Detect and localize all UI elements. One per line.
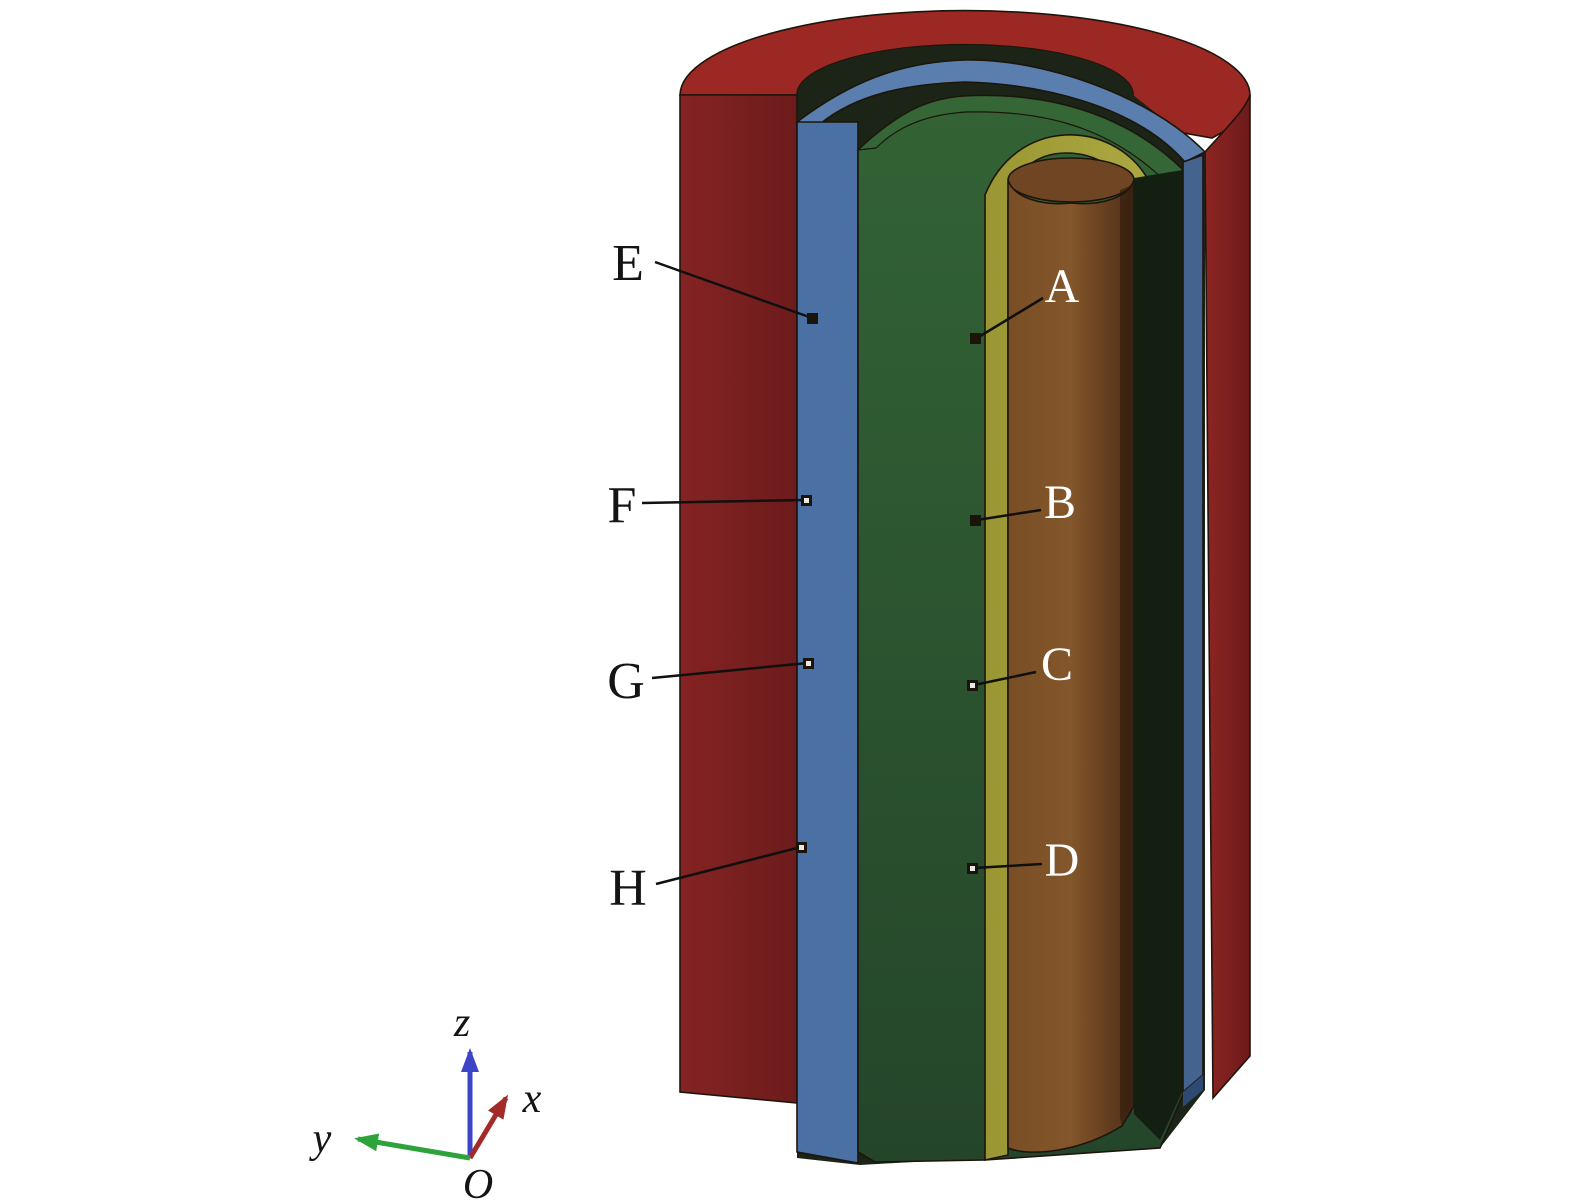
label-D: D	[1045, 834, 1080, 887]
marker-B	[970, 515, 981, 526]
leader-line-E	[654, 260, 813, 320]
marker-G-center	[806, 661, 811, 666]
red-shell-cut-face	[679, 94, 798, 1104]
leader-line-H	[655, 845, 802, 886]
marker-F-center	[804, 498, 809, 503]
coordinate-axes: z x y O	[309, 1000, 542, 1204]
label-E: E	[612, 235, 644, 292]
y-axis-label: y	[309, 1116, 332, 1162]
marker-E	[807, 313, 818, 324]
leader-line-D	[973, 862, 1043, 870]
leader-line-G	[651, 661, 809, 680]
blue-shell-top-face	[794, 59, 1207, 163]
marker-D-center	[970, 866, 975, 871]
core-top-face	[1007, 157, 1135, 203]
x-axis-arrow	[467, 1094, 509, 1160]
leader-line-C	[973, 670, 1037, 687]
blue-shell-bottom-edge	[1183, 1075, 1203, 1107]
origin-label: O	[463, 1162, 493, 1204]
core-right-shadow	[1120, 184, 1134, 1126]
right-interior-shadow	[1134, 170, 1183, 1140]
blue-shell-right-wall	[1182, 153, 1204, 1094]
label-B: B	[1044, 476, 1076, 529]
red-shell-outer-wall	[1204, 94, 1251, 1101]
leader-line-F	[641, 498, 807, 505]
label-G: G	[607, 653, 645, 710]
red-shell-top-face	[679, 9, 1251, 139]
blue-shell-cut-face	[796, 121, 859, 1164]
label-F: F	[608, 477, 637, 534]
marker-A	[970, 333, 981, 344]
label-H: H	[609, 860, 647, 917]
leader-line-B	[976, 508, 1042, 522]
x-axis-label: x	[522, 1076, 542, 1122]
marker-C-center	[970, 683, 975, 688]
marker-H-center	[799, 845, 804, 850]
z-axis-label: z	[453, 1000, 470, 1046]
leader-line-A	[976, 296, 1044, 340]
y-axis-arrow	[354, 1133, 471, 1161]
label-C: C	[1041, 638, 1073, 691]
label-A: A	[1045, 260, 1080, 313]
